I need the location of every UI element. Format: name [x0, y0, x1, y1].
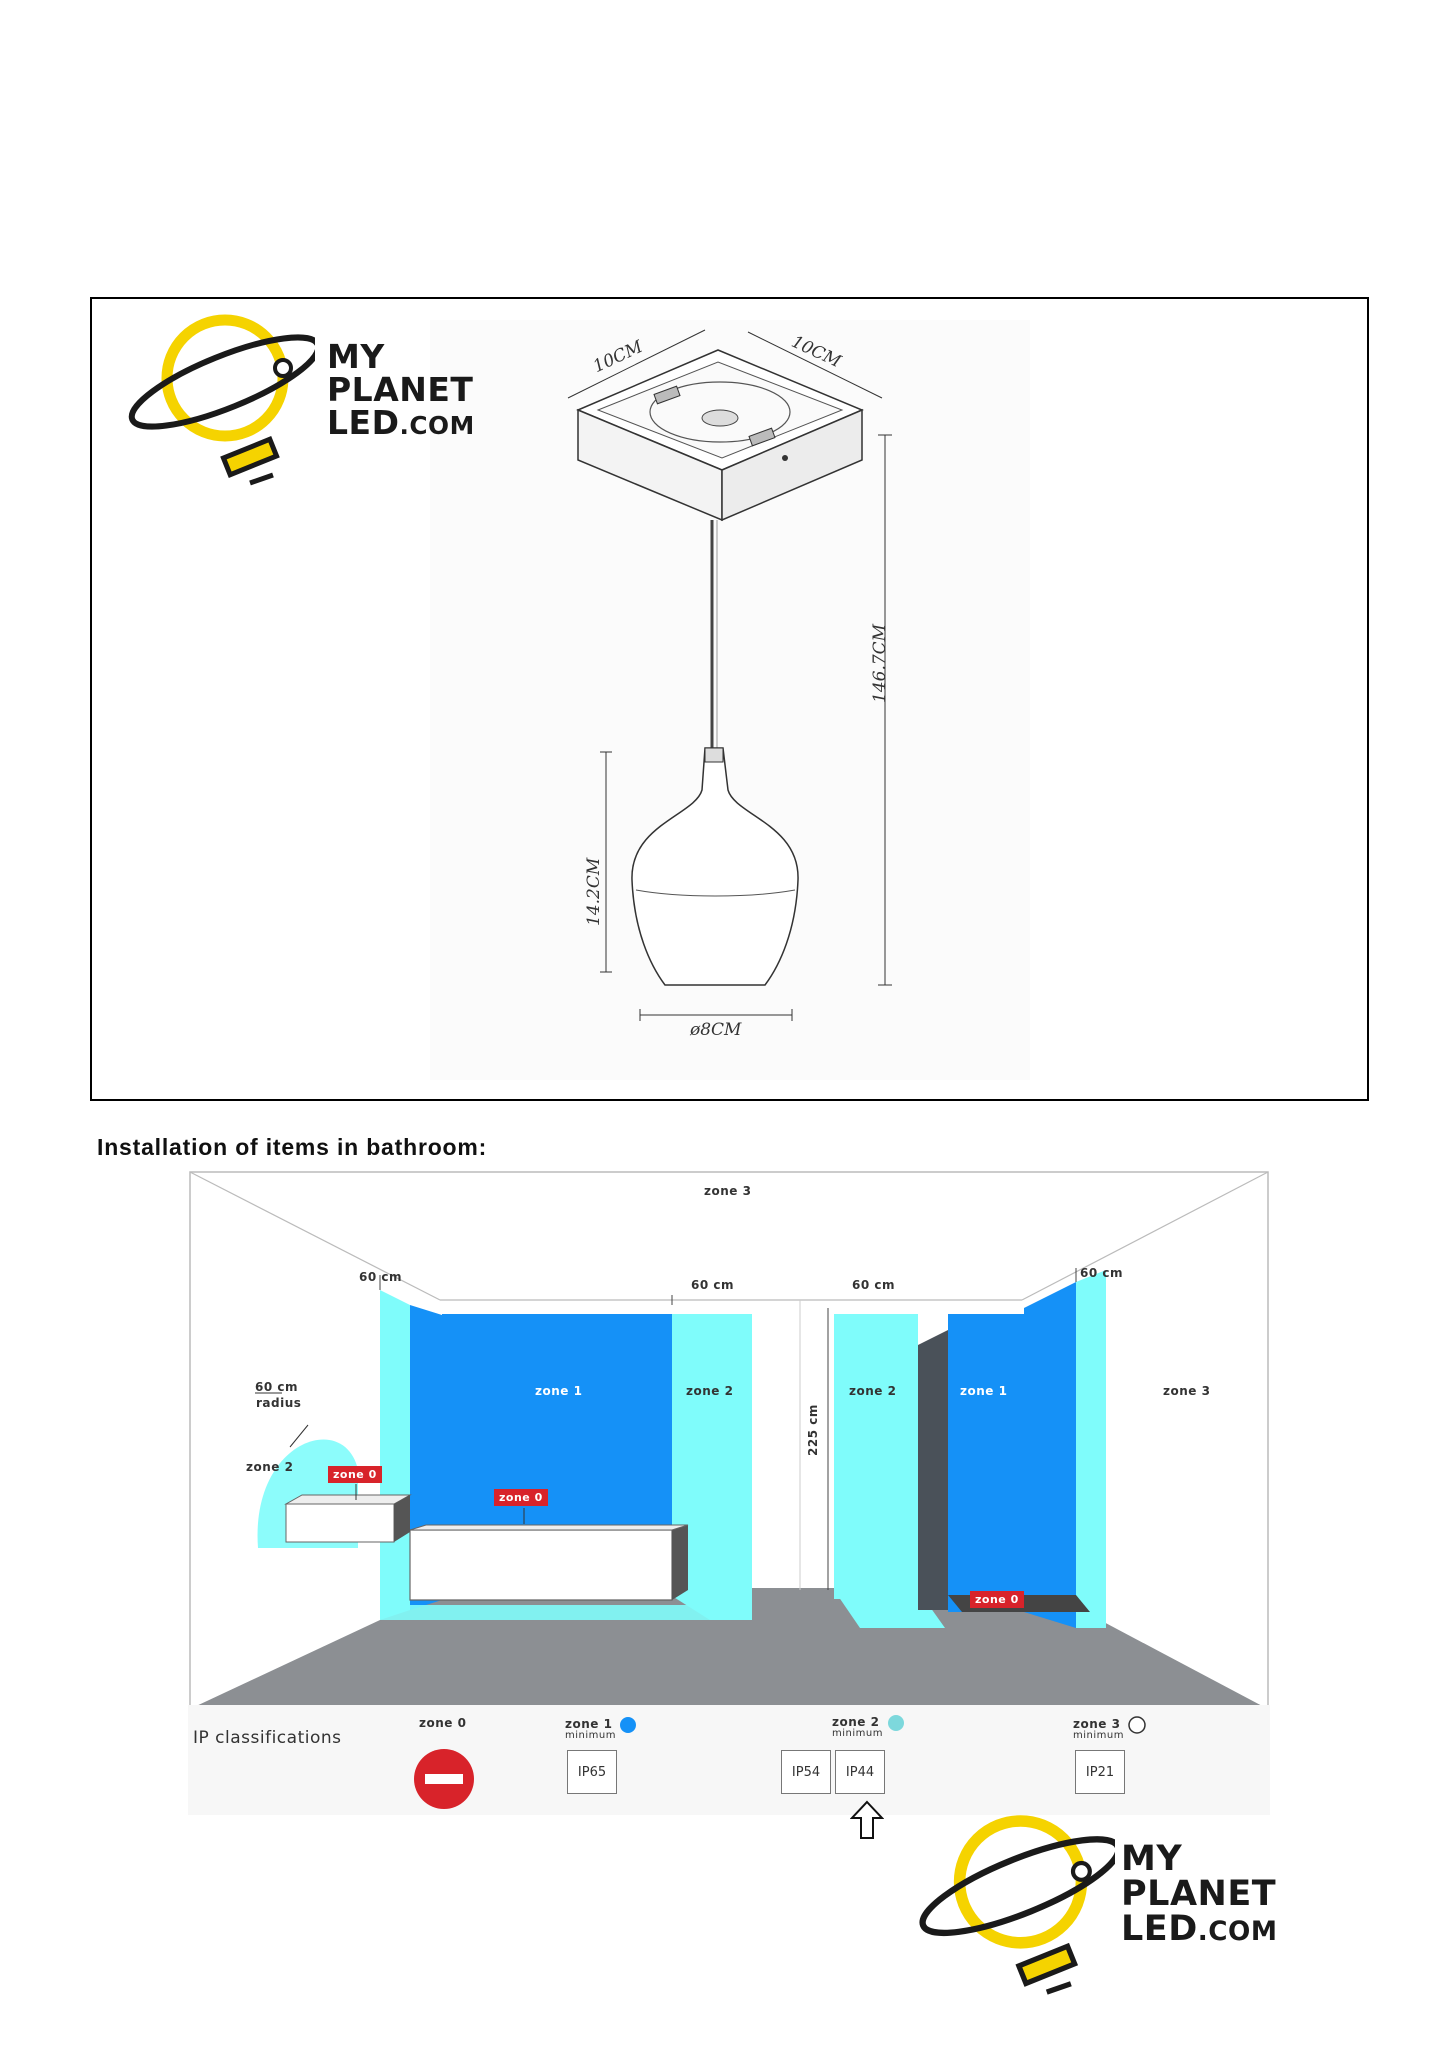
ip-zone2-min: minimum [832, 1727, 883, 1739]
ip-zone2-head: zone 2 minimum [832, 1716, 883, 1739]
ip-zone1-label: zone 1 [565, 1717, 613, 1731]
zone2-bath-label: zone 2 [686, 1384, 734, 1398]
zone2-color-dot-icon [888, 1715, 904, 1731]
logo-text-led: LED [1121, 1909, 1198, 1949]
brand-logo-top: MY PLANET LED.COM [115, 300, 495, 500]
logo-text-line2: PLANET [327, 370, 474, 409]
ip-zone3-head: zone 3 minimum [1073, 1718, 1124, 1741]
zone0-shower-tag: zone 0 [970, 1591, 1024, 1608]
ip-zone0-label: zone 0 [419, 1716, 467, 1730]
zone1-bath-label: zone 1 [535, 1384, 583, 1398]
zone3-right-label: zone 3 [1163, 1384, 1211, 1398]
sixty-cm-right-label: 60 cm [1080, 1266, 1123, 1280]
planet-bulb-icon [128, 314, 315, 486]
zone2-sink-label: zone 2 [246, 1460, 294, 1474]
ip-zone3-min: minimum [1073, 1729, 1124, 1741]
sixty-cm-mid1-label: 60 cm [691, 1278, 734, 1292]
logo-text-led: LED [327, 403, 400, 442]
arrow-up-icon [850, 1800, 884, 1839]
ip-zone3-box: IP21 [1075, 1750, 1125, 1794]
ip-zone2-label: zone 2 [832, 1715, 880, 1729]
ip-classifications-title: IP classifications [193, 1728, 342, 1748]
radius-label-line2: radius [256, 1396, 302, 1410]
zone0-bath-tag: zone 0 [494, 1489, 548, 1506]
zone2-shower-label: zone 2 [849, 1384, 897, 1398]
ip-zone2-box-a: IP54 [781, 1750, 831, 1794]
logo-text-line3: LED.COM [327, 406, 475, 439]
zone1-color-dot-icon [620, 1717, 636, 1733]
ip-zone3-label: zone 3 [1073, 1717, 1121, 1731]
logo-text-line1: MY [1121, 1839, 1183, 1879]
zone0-sink-tag: zone 0 [328, 1466, 382, 1483]
zone1-shower-label: zone 1 [960, 1384, 1008, 1398]
height-225cm-label: 225 cm [806, 1404, 820, 1456]
logo-text-com: .COM [399, 411, 475, 440]
ip-zone1-head: zone 1 minimum [565, 1718, 616, 1741]
pendant-lamp-drawing [567, 329, 892, 1021]
dim-shade-diameter: ø8CM [690, 1020, 742, 1040]
ip-zone2-box-b: IP44 [835, 1750, 885, 1794]
logo-text-com: .COM [1197, 1917, 1278, 1947]
logo-text-line3: LED.COM [1121, 1912, 1277, 1947]
sixty-cm-left-label: 60 cm [359, 1270, 402, 1284]
section-title: Installation of items in bathroom: [97, 1134, 488, 1160]
planet-bulb-icon [919, 1815, 1115, 1995]
radius-label-line1: 60 cm [255, 1380, 298, 1394]
logo-text-line2: PLANET [1121, 1874, 1277, 1914]
brand-logo-bottom: MY PLANET LED.COM [905, 1800, 1285, 2000]
no-entry-icon [414, 1749, 474, 1809]
sixty-cm-mid2-label: 60 cm [852, 1278, 895, 1292]
zone3-color-dot-icon [1128, 1716, 1146, 1734]
logo-text-line1: MY [327, 337, 385, 376]
ip-zone1-min: minimum [565, 1729, 616, 1741]
zone3-top-label: zone 3 [704, 1184, 752, 1198]
ip-zone1-box: IP65 [567, 1750, 617, 1794]
